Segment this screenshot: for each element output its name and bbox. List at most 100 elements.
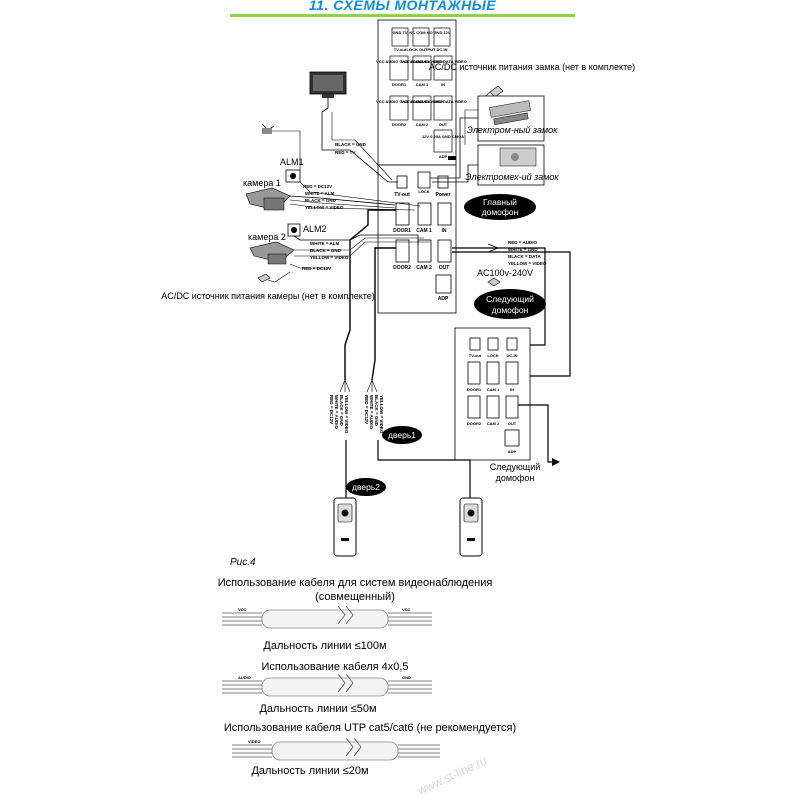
- legend-row-1: GND TV NC COM NO GND 12V TV-out LOCK OUT…: [391, 27, 451, 52]
- cable-3-title: Использование кабеля UTP cat5/cat6 (не р…: [224, 722, 516, 734]
- second-port-cam1: CAM 1: [487, 387, 500, 392]
- door-panel-1: [459, 497, 483, 557]
- wire-door1-black: BLACK = GND: [374, 395, 379, 427]
- wire-out-black: BLACK = DATA: [508, 254, 541, 259]
- legend-lock-output: LOCK OUTPUT: [407, 47, 436, 52]
- legend-cam1-pins: VCC ALM GND VIDEO: [401, 59, 443, 64]
- cable-2-title: Использование кабеля 4x0,5: [261, 661, 408, 673]
- port-lock: LOCK: [418, 189, 429, 194]
- camera-1-group: ALM1 камера 1 RED = DC12V WHITE = ALM BL…: [243, 123, 421, 211]
- wire-cam1-red: RED = DC12V: [303, 184, 332, 189]
- legend-in-pins: AUDIO GND DATA VIDEO: [419, 59, 467, 64]
- wire-door2-red: RED = DC12V: [329, 395, 334, 424]
- port-door2: DOOR2: [393, 265, 411, 271]
- port-in: IN: [442, 228, 447, 234]
- next-intercom-bottom-1: Следующий: [490, 462, 541, 472]
- legend-out-pins: AUDIO GND DATA VIDEO: [419, 99, 467, 104]
- fig-label: Рис.4: [230, 557, 256, 568]
- door2-pill: дверь2: [346, 478, 386, 496]
- cable-1-title-1: Использование кабеля для систем видеонаб…: [218, 577, 493, 589]
- cable-section-3: Использование кабеля UTP cat5/cat6 (не р…: [224, 722, 516, 777]
- main-unit: GND TV NC COM NO GND 12V TV-out LOCK OUT…: [376, 19, 467, 314]
- lock-power-label: AC/DC источник питания замка (нет в комп…: [429, 62, 635, 72]
- port-tv-out: TV-out: [394, 192, 410, 198]
- ac-label: AC100v-240V: [477, 268, 533, 278]
- lock-power-section: AC/DC источник питания замка (нет в комп…: [429, 62, 635, 186]
- wire-door2-yellow: YELLOW = VIDEO: [344, 395, 349, 434]
- cable-1-vcc: VCC: [238, 607, 247, 612]
- cam-power-label: AC/DC источник питания камеры (нет в ком…: [161, 291, 375, 301]
- legend-door1: DOOR1: [392, 82, 407, 87]
- wire-out-red: RED = AUDIO: [508, 240, 537, 245]
- legend-out: OUT: [439, 122, 448, 127]
- port-cam2: CAM 2: [416, 265, 432, 271]
- port-cam1: CAM 1: [416, 228, 432, 234]
- legend-door1-pins: VCC AUDIO GND VIDEO: [376, 59, 422, 64]
- cable-1-title-2: (совмещенный): [315, 591, 395, 603]
- next-intercom-label-1: Следующий: [486, 294, 534, 304]
- wire-out-white: WHITE = GND: [508, 247, 538, 252]
- second-unit: TV-out LOCK DC-IN DOOR1 CAM 1 IN DOOR2 C…: [454, 327, 531, 461]
- wire-cam1-white: WHITE = ALM: [305, 191, 334, 196]
- wire-door2-white: WHITE = AUDIO: [334, 395, 339, 429]
- em-lock-label: Электром-ный замок: [467, 125, 559, 135]
- cable-2-distance: Дальность линии ≤50м: [259, 703, 376, 715]
- out-wires: RED = AUDIO WHITE = GND BLACK = DATA YEL…: [452, 240, 571, 377]
- second-port-tv-out: TV-out: [469, 353, 482, 358]
- second-port-lock: LOCK: [487, 353, 498, 358]
- wire-door1-red: RED = DC12V: [364, 395, 369, 424]
- alm2-label: ALM2: [303, 224, 327, 234]
- legend-gnd-12v: GND 12V: [433, 30, 450, 35]
- next-intercom-bottom-2: домофон: [496, 473, 535, 483]
- door-panel-2: [333, 497, 357, 557]
- second-port-adp: ADP: [508, 449, 517, 454]
- cable-2-audio: AUDIO: [238, 675, 251, 680]
- wire-cam2-yellow: YELLOW = VIDEO: [310, 255, 349, 260]
- legend-cam1: CAM 1: [416, 82, 429, 87]
- emech-lock-label: Электромех-ий замок: [465, 172, 559, 182]
- main-intercom-label-1: Главный: [483, 197, 517, 207]
- watermark: www.st-line.ru: [414, 753, 489, 798]
- wire-cam2-red: RED = DC12V: [302, 266, 331, 271]
- cable-section-1: Использование кабеля для систем видеонаб…: [218, 577, 493, 652]
- legend-tv-out: TV-out: [394, 47, 407, 52]
- port-out: OUT: [439, 265, 450, 271]
- door1-pill: дверь1: [382, 426, 422, 444]
- door-wires: RED = DC12V WHITE = AUDIO BLACK = GND YE…: [329, 209, 471, 498]
- wire-door2-black: BLACK = GND: [339, 395, 344, 427]
- wire-cam1-yellow: YELLOW = VIDEO: [305, 205, 344, 210]
- second-port-cam2: CAM 2: [487, 421, 500, 426]
- cable-1-distance: Дальность линии ≤100м: [263, 640, 386, 652]
- cable-section-2: Использование кабеля 4x0,5 AUDIO GND Дал…: [222, 661, 432, 715]
- legend-cam2-pins: VCC ALM GND VIDEO: [401, 99, 443, 104]
- legend-dc-in: DC-IN: [436, 47, 447, 52]
- second-port-out: OUT: [508, 421, 517, 426]
- next-intercom-pill: Следующий домофон: [474, 289, 546, 319]
- legend-door2-pins: VCC AUDIO GND VIDEO: [376, 99, 422, 104]
- wire-door1-yellow: YELLOW = VIDEO: [379, 395, 384, 434]
- second-port-door2: DOOR2: [467, 421, 482, 426]
- header-title: 11. СХЕМЫ МОНТАЖНЫЕ: [308, 0, 497, 13]
- legend-adp-spec: 12V 0.25A GND CMOA: [422, 134, 464, 139]
- header-bar: [230, 0, 575, 17]
- legend-nc-com-no: NC COM NO: [409, 30, 432, 35]
- camera-2-group: ALM2 камера 2 WHITE = ALM BLACK = GND YE…: [161, 223, 430, 301]
- cable-1-vcc-right: VCC: [402, 607, 411, 612]
- next-intercom-label-2: домофон: [492, 305, 529, 315]
- door1-label: дверь1: [388, 430, 416, 440]
- main-unit-ports: TV-out LOCK Power DOOR1 CAM 1 IN DOOR2 C…: [393, 171, 452, 302]
- legend-cam2: CAM 2: [416, 122, 429, 127]
- door2-label: дверь2: [352, 482, 380, 492]
- wire-tv-red: RED = TV: [335, 150, 355, 155]
- second-port-dc-in: DC-IN: [506, 353, 517, 358]
- wire-door1-white: WHITE = AUDIO: [369, 395, 374, 429]
- port-power: Power: [435, 192, 450, 198]
- main-intercom-label-2: домофон: [482, 207, 519, 217]
- legend-door2: DOOR2: [392, 122, 407, 127]
- wire-cam2-white: WHITE = ALM: [310, 241, 339, 246]
- legend-adp: ADP: [439, 154, 448, 159]
- legend-row-3: VCC AUDIO GND VIDEO VCC ALM GND VIDEO AU…: [376, 95, 467, 127]
- main-intercom-pill: Главный домофон: [464, 194, 536, 220]
